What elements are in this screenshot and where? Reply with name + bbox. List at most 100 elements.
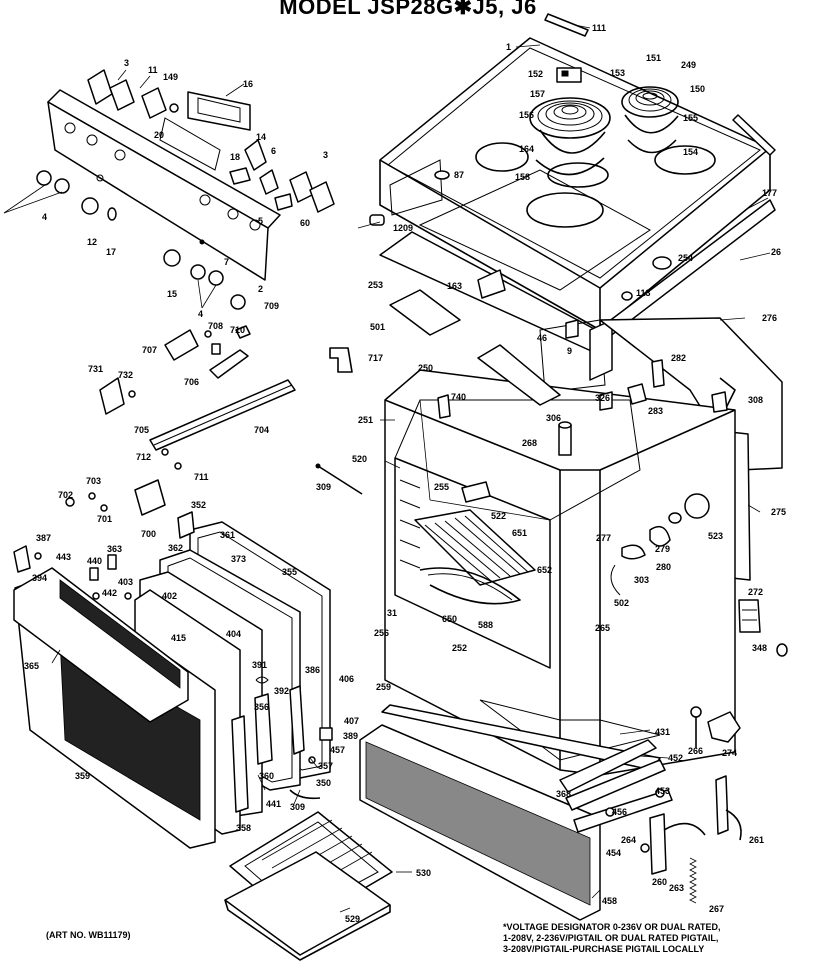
part-709 — [230, 294, 246, 310]
part-label: 158 — [515, 172, 530, 182]
cooktop-assembly — [379, 13, 776, 331]
part-label: 14 — [256, 132, 266, 142]
part-label: 360 — [259, 771, 274, 781]
part-label: 389 — [343, 731, 358, 741]
part-label: 249 — [681, 60, 696, 70]
part-label: 9 — [567, 346, 572, 356]
part-label: 732 — [118, 370, 133, 380]
part-label: 306 — [546, 413, 561, 423]
part-label: 261 — [749, 835, 764, 845]
part-label: 254 — [678, 253, 693, 263]
part-label: 348 — [752, 643, 767, 653]
part-label: 355 — [282, 567, 297, 577]
part-label: 279 — [655, 544, 670, 554]
part-label: 1 — [506, 42, 511, 52]
part-label: 711 — [194, 472, 209, 482]
hinge-700 — [134, 479, 166, 516]
part-label: 522 — [491, 511, 506, 521]
door-handle-365 — [13, 567, 189, 723]
part-label: 700 — [141, 529, 156, 539]
oven-rack-651 — [414, 509, 536, 586]
voltage-note-line: *VOLTAGE DESIGNATOR 0-236V OR DUAL RATED… — [503, 922, 721, 932]
side-hardware — [315, 359, 736, 495]
part-label: 26 — [771, 247, 781, 257]
part-label: 46 — [537, 333, 547, 343]
part-label: 387 — [36, 533, 51, 543]
part-label: 163 — [447, 281, 462, 291]
latch-706 — [209, 349, 249, 379]
part-label: 394 — [32, 573, 47, 583]
part-label: 407 — [344, 716, 359, 726]
part-label: 710 — [230, 325, 245, 335]
part-label: 3 — [323, 150, 328, 160]
part-label: 530 — [416, 868, 431, 878]
part-label: 111 — [592, 23, 606, 33]
part-label: 365 — [24, 661, 39, 671]
part-label: 5 — [258, 216, 263, 226]
oven-body-assembly — [384, 344, 736, 776]
cooktop-support-frame — [369, 169, 776, 393]
voltage-note-line: 1-208V, 2-236V/PIGTAIL OR DUAL RATED PIG… — [503, 933, 719, 943]
part-label: 149 — [163, 72, 178, 82]
part-label: 357 — [318, 761, 333, 771]
part-label: 402 — [162, 591, 177, 601]
bracket-9 — [589, 319, 613, 381]
part-label: 256 — [374, 628, 389, 638]
part-label: 717 — [368, 353, 383, 363]
control-panel-assembly — [36, 69, 335, 310]
part-label: 18 — [230, 152, 240, 162]
part-label: 155 — [683, 113, 698, 123]
part-label: 259 — [376, 682, 391, 692]
hinge-260 — [649, 813, 667, 875]
part-label: 251 — [358, 415, 373, 425]
bracket-163 — [477, 269, 506, 299]
part-label: 392 — [274, 686, 289, 696]
part-label: 20 — [154, 130, 164, 140]
part-label: 443 — [56, 552, 71, 562]
part-label: 452 — [668, 753, 683, 763]
terminal-block-272 — [738, 599, 761, 633]
part-label: 31 — [387, 608, 397, 618]
switch-3a — [87, 69, 113, 105]
knob-15 — [163, 249, 181, 267]
part-label: 303 — [634, 575, 649, 585]
receptacle-303 — [621, 544, 646, 560]
part-label: 11 — [148, 65, 158, 75]
broiler-pan-assembly — [224, 811, 393, 961]
oven-door-assembly — [13, 511, 333, 849]
part-label: 706 — [184, 377, 199, 387]
part-label: 12 — [87, 237, 97, 247]
part-label: 308 — [748, 395, 763, 405]
part-label: 4 — [42, 212, 47, 222]
spring-267 — [689, 857, 697, 904]
part-label: 309 — [316, 482, 331, 492]
model-title: MODEL JSP28G✱J5, J6 — [279, 0, 537, 19]
part-label: 740 — [451, 392, 466, 402]
part-label: 177 — [762, 188, 777, 198]
part-label: 457 — [330, 745, 345, 755]
part-label: 523 — [708, 531, 723, 541]
part-label: 275 — [771, 507, 786, 517]
part-label: 282 — [671, 353, 686, 363]
knob-17 — [107, 207, 117, 221]
part-label: 404 — [226, 629, 241, 639]
bracket-717 — [329, 347, 353, 373]
part-label: 454 — [606, 848, 621, 858]
part-label: 267 — [709, 904, 724, 914]
part-label: 60 — [300, 218, 310, 228]
part-label: 7 — [224, 257, 229, 267]
part-label: 403 — [118, 577, 133, 587]
part-label: 456 — [612, 807, 627, 817]
knob-12 — [81, 197, 99, 215]
part-label: 268 — [522, 438, 537, 448]
part-label: 708 — [208, 321, 223, 331]
part-label: 731 — [88, 364, 103, 374]
part-label: 705 — [134, 425, 149, 435]
part-label: 391 — [252, 660, 267, 670]
part-label: 359 — [75, 771, 90, 781]
part-label: 588 — [478, 620, 493, 630]
part-label: 652 — [537, 565, 552, 575]
part-label: 458 — [602, 896, 617, 906]
part-label: 650 — [442, 614, 457, 624]
part-label: 368 — [556, 789, 571, 799]
